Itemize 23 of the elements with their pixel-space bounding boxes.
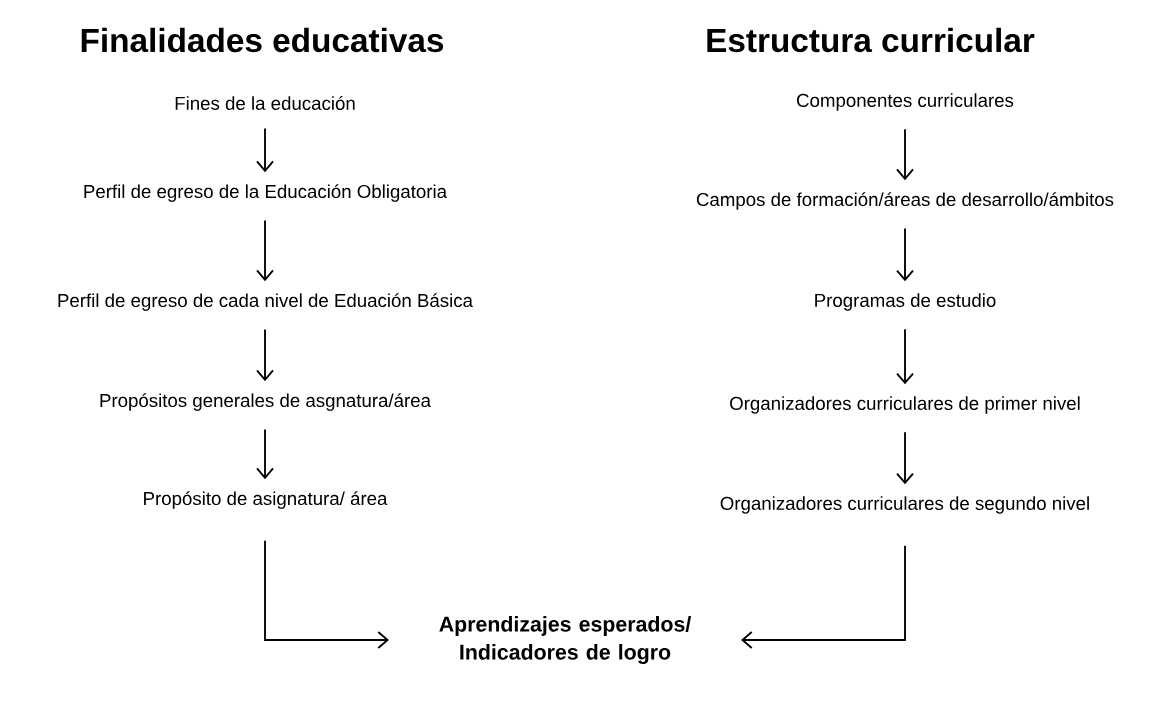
flow-step-text: Componentes curriculares	[797, 93, 1014, 111]
arrow	[896, 328, 914, 385]
arrow	[896, 227, 914, 282]
flow-step-text: Perfil de egreso de cada nivel de Eduación Básica	[58, 293, 473, 311]
heading-text: Estructura curricular	[707, 27, 1035, 53]
flow-step-text: Organizadores curriculares de primer nivel	[730, 396, 1080, 414]
arrow	[741, 544, 906, 649]
flow-step-text: Campos de formación/áreas de desarrollo/ámbitos	[696, 192, 1114, 210]
flow-step-text: Propósitos generales de asgnatura/área	[100, 393, 431, 411]
flow-step-text: Programas de estudio	[815, 293, 996, 311]
arrow	[896, 431, 914, 485]
flow-step-text: Perfil de egreso de la Educación Obligatoria	[84, 184, 448, 202]
heading-text: Finalidades educativas	[81, 27, 444, 53]
arrow	[256, 219, 274, 282]
outcome-text: Aprendizajes esperados/ Indicadores de logro	[439, 616, 692, 664]
flow-step-text: Propósito de asignatura/ área	[144, 491, 388, 509]
flow-step-text: Fines de la educación	[175, 96, 355, 110]
arrow	[264, 539, 389, 649]
arrow	[256, 328, 274, 382]
flow-step-text: Organizadores curriculares de segundo nivel	[720, 496, 1089, 514]
arrow	[256, 428, 274, 480]
arrow	[896, 128, 914, 181]
arrow	[256, 127, 274, 173]
